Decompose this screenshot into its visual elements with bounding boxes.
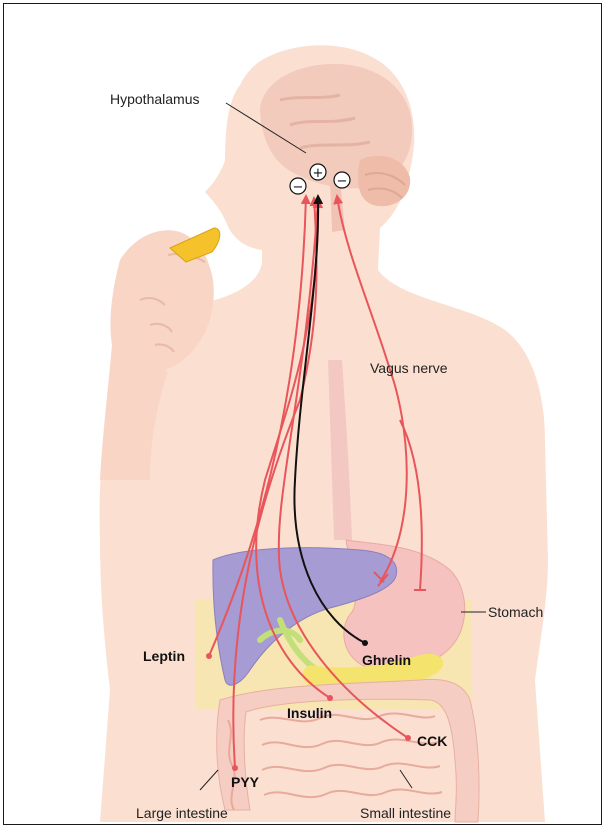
label-stomach: Stomach — [488, 604, 543, 620]
label-insulin: Insulin — [287, 705, 332, 721]
label-cck: CCK — [417, 733, 447, 749]
pyy-dot — [232, 765, 238, 771]
cck-dot — [405, 735, 411, 741]
insulin-dot — [327, 695, 333, 701]
label-large-intestine: Large intestine — [136, 805, 228, 821]
label-small-intestine: Small intestine — [360, 805, 451, 821]
label-hypothalamus: Hypothalamus — [110, 91, 200, 107]
leptin-dot — [206, 653, 212, 659]
label-pyy: PYY — [231, 774, 260, 790]
label-ghrelin: Ghrelin — [362, 652, 411, 668]
plus-sign: + — [313, 166, 324, 181]
ghrelin-dot — [362, 640, 368, 646]
label-vagus-nerve: Vagus nerve — [370, 360, 448, 376]
minus-sign-right: − — [337, 174, 348, 189]
minus-sign-left: − — [293, 180, 304, 195]
label-leptin: Leptin — [143, 648, 185, 664]
